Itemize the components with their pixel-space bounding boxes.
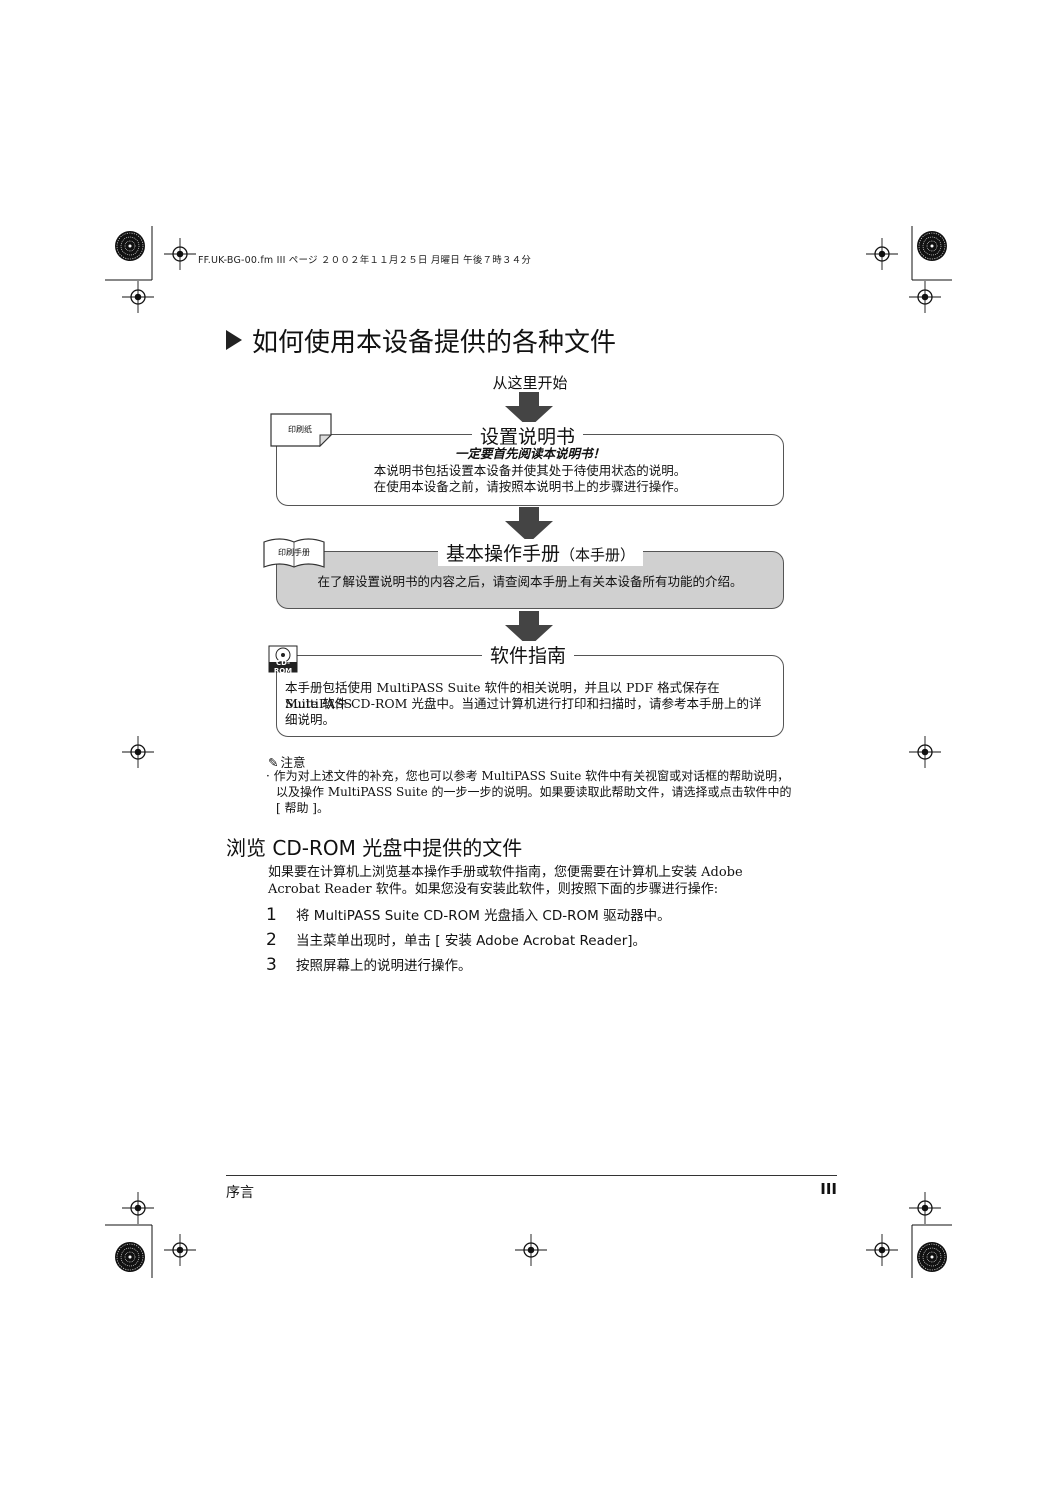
step-text: 当主菜单出现时，单击 [ 安装 Adobe Acrobat Reader]。 <box>296 933 647 949</box>
section-title: 浏览 CD-ROM 光盘中提供的文件 <box>226 836 523 860</box>
cd-rom-tag: CD-ROM <box>273 659 293 675</box>
software-guide-text-2: Suite 软件 CD-ROM 光盘中。当通过计算机进行打印和扫描时，请参考本手… <box>285 696 762 711</box>
footer-rule <box>226 1175 837 1176</box>
intro-line: Acrobat Reader 软件。如果您没有安装此软件，则按照下面的步骤进行操… <box>268 882 719 897</box>
triangle-bullet-icon <box>226 330 242 350</box>
setup-guide-emphasis: 一定要首先阅读本说明书！ <box>454 446 605 461</box>
page-number: III <box>820 1180 837 1198</box>
section-intro: 如果要在计算机上浏览基本操作手册或软件指南，您便需要在计算机上安装 Adobe … <box>268 864 828 898</box>
step-number: 1 <box>266 905 277 925</box>
step-number: 3 <box>266 955 277 975</box>
step-text: 按照屏幕上的说明进行操作。 <box>296 958 472 974</box>
step-text: 将 MultiPASS Suite CD-ROM 光盘插入 CD-ROM 驱动器… <box>296 908 671 924</box>
note-body: · 作为对上述文件的补充，您也可以参考 MultiPASS Suite 软件中有… <box>266 768 838 816</box>
software-guide-text-1: 本手册包括使用 MultiPASS Suite 软件的相关说明，并且以 PDF … <box>285 680 720 711</box>
flow-start-label: 从这里开始 <box>492 374 568 392</box>
setup-guide-text-1: 本说明书包括设置本设备并使其处于待使用状态的说明。 <box>373 463 687 478</box>
intro-line: 如果要在计算机上浏览基本操作手册或软件指南，您便需要在计算机上安装 Adobe <box>268 865 743 880</box>
down-arrow-icon <box>505 507 553 543</box>
note-line: 以及操作 MultiPASS Suite 的一步一步的说明。如果要读取此帮助文件… <box>276 785 792 799</box>
down-arrow-icon <box>505 611 553 647</box>
basic-guide-title-suffix: （本手册） <box>560 546 636 564</box>
basic-guide-title-text: 基本操作手册 <box>446 543 561 565</box>
step-item: 2 当主菜单出现时，单击 [ 安装 Adobe Acrobat Reader]。 <box>266 929 646 950</box>
note-heading: ✎注意 <box>268 752 306 771</box>
page-title: 如何使用本设备提供的各种文件 <box>226 322 616 359</box>
footer-section-label: 序言 <box>226 1185 254 1201</box>
cd-rom-icon <box>268 645 298 673</box>
printed-sheet-tag: 印刷纸 <box>288 425 312 434</box>
note-line: [ 帮助 ]。 <box>276 801 329 815</box>
printed-sheet-icon <box>270 413 332 447</box>
printed-manual-tag: 印刷手册 <box>278 548 310 557</box>
pencil-icon: ✎ <box>268 755 279 770</box>
setup-guide-text-2: 在使用本设备之前，请按照本说明书上的步骤进行操作。 <box>373 479 687 494</box>
down-arrow-icon <box>505 392 553 428</box>
print-header-slug: FF.UK-BG-00.fm III ページ ２００２年１１月２５日 月曜日 午… <box>198 255 532 266</box>
step-item: 1 将 MultiPASS Suite CD-ROM 光盘插入 CD-ROM 驱动… <box>266 904 671 925</box>
page-title-text: 如何使用本设备提供的各种文件 <box>252 328 617 358</box>
software-guide-text-3: 细说明。 <box>285 712 336 727</box>
note-line: · 作为对上述文件的补充，您也可以参考 MultiPASS Suite 软件中有… <box>266 769 790 783</box>
basic-guide-text: 在了解设置说明书的内容之后，请查阅本手册上有关本设备所有功能的介绍。 <box>317 574 743 589</box>
setup-guide-title: 设置说明书 <box>472 422 584 449</box>
basic-guide-title: 基本操作手册（本手册） <box>438 539 644 566</box>
note-heading-text: 注意 <box>280 755 306 770</box>
step-number: 2 <box>266 930 277 950</box>
printed-manual-icon <box>263 538 325 568</box>
software-guide-title: 软件指南 <box>482 641 575 668</box>
step-item: 3 按照屏幕上的说明进行操作。 <box>266 954 472 975</box>
